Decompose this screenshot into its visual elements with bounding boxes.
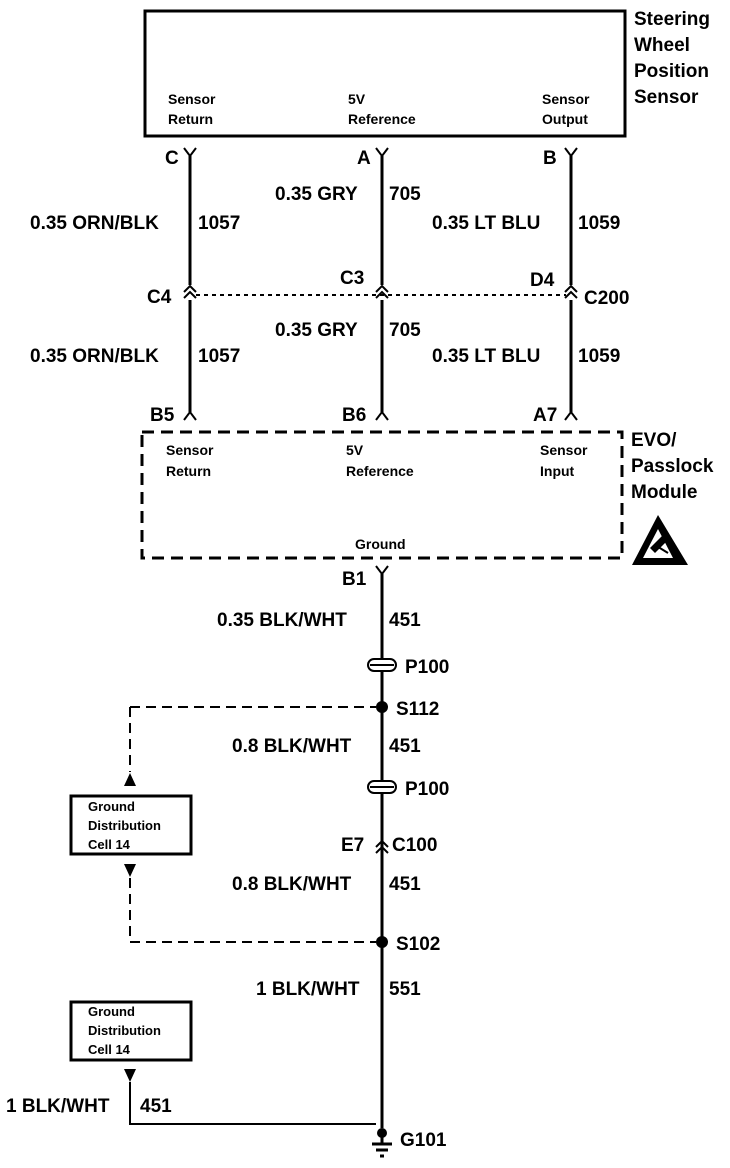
wire-1059-lower-circuit: 1059 — [578, 346, 620, 367]
p100-lower-connector-icon — [367, 780, 397, 794]
module-ref-5v-label-1: 5V — [346, 442, 364, 458]
c200-terminals — [183, 284, 578, 299]
module-sensor-input-label-1: Sensor — [540, 442, 588, 458]
p100-upper-connector-icon — [367, 658, 397, 672]
pin-c-label: C — [165, 148, 179, 169]
steering-sensor-box — [143, 9, 627, 138]
module-sensor-return-label-1: Sensor — [166, 442, 214, 458]
evo-module-box — [140, 430, 624, 560]
ref-5v-label-1: 5V — [348, 91, 366, 107]
steering-sensor-name-4: Sensor — [634, 87, 699, 108]
c100-connector-name: C100 — [392, 835, 437, 856]
p100-upper-label: P100 — [405, 657, 449, 678]
wire-1059-lower-label: 0.35 LT BLU — [432, 346, 540, 367]
ground-g101-label: G101 — [400, 1130, 447, 1151]
splice-s112-dot — [376, 701, 388, 713]
c200-pin-c3: C3 — [340, 268, 364, 289]
ground-wire5-label: 1 BLK/WHT — [6, 1096, 110, 1117]
p100-lower-label: P100 — [405, 779, 449, 800]
sensor-return-label-2: Return — [168, 111, 213, 127]
wire-1059-upper-label: 0.35 LT BLU — [432, 213, 540, 234]
steering-sensor-name-3: Position — [634, 61, 709, 82]
wire-1057-lower-circuit: 1057 — [198, 346, 240, 367]
ground-wire1-circuit: 451 — [389, 610, 421, 631]
gd-box2-line1: Ground — [88, 1004, 135, 1019]
gd-box1-line1: Ground — [88, 799, 135, 814]
ground-distribution-box-1[interactable] — [69, 794, 193, 856]
upper-wires — [188, 156, 573, 285]
c200-pin-c4: C4 — [147, 287, 172, 308]
splice-s102-label: S102 — [396, 934, 440, 955]
splice-s112-label: S112 — [396, 699, 439, 720]
ground-wire4-label: 1 BLK/WHT — [256, 979, 360, 1000]
pin-b-label: B — [543, 148, 557, 169]
gd-box1-line3: Cell 14 — [88, 837, 131, 852]
ground-wire1-label: 0.35 BLK/WHT — [217, 610, 347, 631]
steering-sensor-name-2: Wheel — [634, 35, 690, 56]
sensor-return-label-1: Sensor — [168, 91, 216, 107]
wire-1057-upper-circuit: 1057 — [198, 213, 240, 234]
ground-wire3-circuit: 451 — [389, 874, 421, 895]
evo-module-name-2: Passlock — [631, 456, 714, 477]
gd-box1-line2: Distribution — [88, 818, 161, 833]
sensor-output-label-1: Sensor — [542, 91, 590, 107]
c200-connector-name: C200 — [584, 288, 629, 309]
terminal-b5-icon — [183, 410, 197, 421]
terminal-b-icon — [564, 147, 578, 158]
ground-distribution-loop — [129, 706, 376, 943]
terminal-a7-icon — [564, 410, 578, 421]
module-pin-b6: B6 — [342, 405, 366, 426]
ground-wire2-circuit: 451 — [389, 736, 421, 757]
ground-wire2-label: 0.8 BLK/WHT — [232, 736, 352, 757]
c200-terminal-d4-icon — [564, 284, 578, 299]
sensor-terminals — [183, 147, 578, 158]
c100-pin-e7: E7 — [341, 835, 364, 856]
arrow-down-icon-2 — [124, 1069, 136, 1082]
evo-module-name-3: Module — [631, 482, 698, 503]
esd-warning-icon — [632, 515, 688, 565]
module-ref-5v-label-2: Reference — [346, 463, 414, 479]
wire-1059-upper-circuit: 1059 — [578, 213, 620, 234]
sensor-output-label-2: Output — [542, 111, 588, 127]
module-sensor-input-label-2: Input — [540, 463, 575, 479]
wire-705-upper-circuit: 705 — [389, 184, 421, 205]
terminal-b1-icon — [375, 565, 389, 576]
wire-1057-lower-label: 0.35 ORN/BLK — [30, 346, 159, 367]
terminal-a-icon — [375, 147, 389, 158]
ground-distribution-box-2[interactable] — [69, 1000, 193, 1062]
module-sensor-return-label-2: Return — [166, 463, 211, 479]
module-pin-b1: B1 — [342, 569, 367, 590]
module-pin-b5: B5 — [150, 405, 175, 426]
c200-terminal-c4-icon — [183, 284, 197, 299]
pin-a-label: A — [357, 148, 371, 169]
ground-wire5-circuit: 451 — [140, 1096, 172, 1117]
ground-wire4-circuit: 551 — [389, 979, 421, 1000]
module-input-terminals — [183, 410, 578, 421]
arrow-up-icon — [124, 773, 136, 786]
splice-s102-dot — [376, 936, 388, 948]
wire-1057-upper-label: 0.35 ORN/BLK — [30, 213, 159, 234]
evo-module-name-1: EVO/ — [631, 430, 677, 451]
c200-pin-d4: D4 — [530, 270, 555, 291]
terminal-b6-icon — [375, 410, 389, 421]
gd-box2-line2: Distribution — [88, 1023, 161, 1038]
ground-wire5 — [129, 1082, 376, 1125]
ground-g101-icon — [372, 1128, 392, 1158]
wire-705-upper-label: 0.35 GRY — [275, 184, 358, 205]
terminal-c-icon — [183, 147, 197, 158]
c200-terminal-c3-icon — [375, 284, 389, 299]
arrow-down-icon — [124, 864, 136, 877]
lower-wires — [188, 300, 573, 412]
steering-sensor-name-1: Steering — [634, 9, 710, 30]
wire-705-lower-label: 0.35 GRY — [275, 320, 358, 341]
gd-box2-line3: Cell 14 — [88, 1042, 131, 1057]
module-ground-label: Ground — [355, 536, 406, 552]
ground-wire3-label: 0.8 BLK/WHT — [232, 874, 352, 895]
c100-terminal-icon — [375, 839, 389, 854]
ref-5v-label-2: Reference — [348, 111, 416, 127]
module-pin-a7: A7 — [533, 405, 557, 426]
wire-705-lower-circuit: 705 — [389, 320, 421, 341]
